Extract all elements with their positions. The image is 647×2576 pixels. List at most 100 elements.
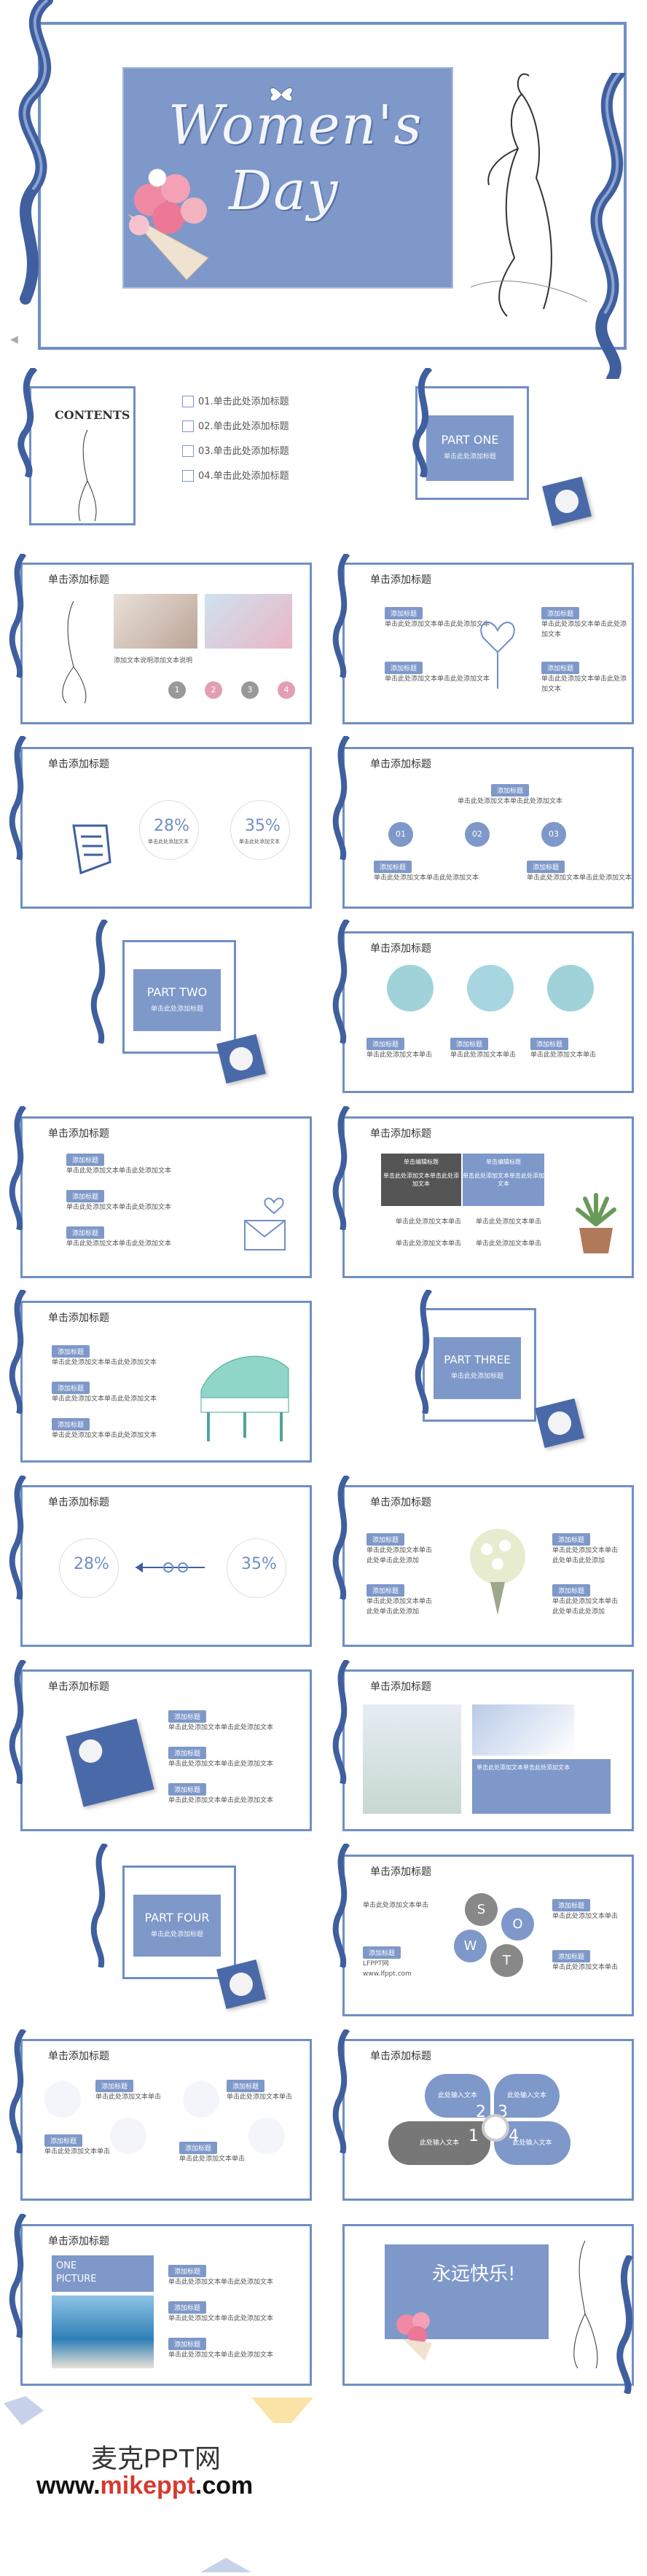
speaker-icon[interactable]: ◀ xyxy=(10,334,18,345)
body-text: 单击此处添加文本单击 xyxy=(396,1240,462,1248)
contents-item[interactable]: 01.单击此处添加标题 xyxy=(182,394,289,418)
bouquet-icon xyxy=(396,2312,432,2361)
slide-title: 单击添加标题 xyxy=(48,1497,109,1508)
badge: 添加标题 xyxy=(95,2080,134,2092)
contents-item[interactable]: 03.单击此处添加标题 xyxy=(182,443,289,468)
arrow-hearts-icon xyxy=(136,1562,205,1573)
footer-url-domain: mikeppt xyxy=(100,2472,195,2499)
swot-letter: O xyxy=(512,1917,523,1932)
swot-letter: W xyxy=(463,1938,477,1954)
bouquet-icon xyxy=(128,168,209,281)
body-text: 单击此处添加文本单击此处添加文本 xyxy=(168,1761,274,1768)
ribbon-icon xyxy=(332,1106,350,1230)
petal-label: 此处输入文本 xyxy=(419,2140,459,2147)
content-slide: 单击添加标题 添加标题单击此处添加文本单击此处添加文本 添加标题单击此处添加文本… xyxy=(20,1669,312,1831)
step-circle: 02 xyxy=(465,822,490,847)
petal-top-left: 此处输入文本 xyxy=(425,2074,490,2118)
ribbon-icon xyxy=(332,1660,350,1784)
ribbon-icon xyxy=(9,554,27,678)
succulent-icon xyxy=(576,1193,616,1253)
part-two-title: PART TWO xyxy=(146,985,208,999)
table-header-label: 单击编辑标题 xyxy=(486,1159,521,1165)
text-panel: 单击此处添加文本单击此处添加文本 xyxy=(472,1759,611,1814)
ribbon-icon xyxy=(9,2214,27,2338)
gift-icon xyxy=(535,1398,584,1448)
badge: 添加标题 xyxy=(541,607,580,619)
body-text: 单击此处添加文本单击此处添加文本 xyxy=(168,2279,274,2286)
badge: 添加标题 xyxy=(52,1382,90,1394)
body-text: 单击此处添加文本单击 xyxy=(552,1964,619,1971)
ribbon-icon xyxy=(9,736,27,860)
badge: 添加标题 xyxy=(385,607,423,619)
blossom-photo xyxy=(472,1704,574,1755)
ending-slide: 永远快乐! xyxy=(342,2224,634,2386)
petal-label: 此处输入文本 xyxy=(506,2092,546,2099)
one-picture-panel: ONE PICTURE xyxy=(52,2255,154,2292)
petal-top-right: 此处输入文本 xyxy=(494,2074,560,2118)
body-text: 单击此处添加文本单击此处添加文本 xyxy=(66,1167,172,1175)
badge: 添加标题 xyxy=(527,861,565,873)
slide-title: 单击添加标题 xyxy=(370,2051,431,2062)
contents-slide: CONTENTS 01.单击此处添加标题 02.单击此处添加标题 03.单击此处… xyxy=(22,379,313,532)
contents-heading: CONTENTS xyxy=(55,408,130,422)
badge: 添加标题 xyxy=(366,1038,405,1050)
step-circle: 01 xyxy=(388,822,413,847)
badge: 添加标题 xyxy=(168,2338,207,2350)
icon-circle xyxy=(248,2118,285,2154)
petal-num: 1 xyxy=(468,2127,479,2145)
butterfly-icon xyxy=(270,87,293,102)
content-slide: 单击添加标题 28% 单击此处添加文本 35% 单击此处添加文本 xyxy=(20,747,312,909)
slide-title: 单击添加标题 xyxy=(370,574,431,586)
part-four-box: PART FOUR 单击此处添加标题 xyxy=(133,1895,221,1957)
body-text: 单击此处添加文本单击此处添加文本 xyxy=(52,1359,157,1366)
balloons-photo xyxy=(205,594,292,649)
body-text: 单击此处添加文本单击 xyxy=(552,1598,619,1605)
one-picture-line1: ONE xyxy=(56,2260,77,2271)
content-slide: 单击添加标题 添加标题单击此处添加文本单击此处添加文本 01 02 03 添加标… xyxy=(342,747,634,909)
slide-title: 单击添加标题 xyxy=(48,759,109,770)
ribbon-icon xyxy=(90,920,109,1044)
content-slide: 单击添加标题 ONE PICTURE 添加标题单击此处添加文本单击此处添加文本 … xyxy=(20,2224,312,2386)
cover-slide: Women's Day xyxy=(38,22,627,350)
part-four-slide: PART FOUR 单击此处添加标题 xyxy=(20,1855,312,2016)
content-slide: 单击添加标题 添加文本说明添加文本说明 1 2 3 4 xyxy=(20,563,312,724)
body-text: 单击此处添加文本单击 xyxy=(227,2094,293,2101)
body-text: 此处单击此处添加 xyxy=(552,1608,605,1616)
footer-url[interactable]: www.mikeppt.com xyxy=(36,2472,253,2500)
ribbon-icon xyxy=(9,2029,27,2153)
body-text: 此处单击此处添加 xyxy=(552,1557,605,1565)
lady-sketch-icon xyxy=(62,600,87,703)
badge: 添加标题 xyxy=(52,1345,90,1358)
body-text: 单击此处添加文本单击 xyxy=(363,1902,429,1909)
ribbon-icon xyxy=(332,554,350,678)
ribbon-icon xyxy=(332,920,350,1044)
badge: 添加标题 xyxy=(168,2301,207,2314)
body-text: 单击此处添加文本单击此处添加文本 xyxy=(168,2315,274,2322)
stat-circle xyxy=(59,1538,119,1598)
swot-o: O xyxy=(501,1908,534,1941)
lady-sketch-icon xyxy=(78,429,97,522)
content-slide: 单击添加标题 单击此处添加文本单击此处添加文本 xyxy=(342,1669,634,1831)
hands-photo xyxy=(114,594,197,649)
body-text: 单击此处添加文本单击此处添加文本 xyxy=(541,676,627,693)
ribbon-icon xyxy=(332,2029,350,2153)
ribbon-icon xyxy=(9,1290,27,1414)
contents-list: 01.单击此处添加标题 02.单击此处添加标题 03.单击此处添加标题 04.单… xyxy=(182,394,289,493)
num-circle: 4 xyxy=(278,681,295,699)
body-text: 单击此处添加文本单击 xyxy=(95,2094,162,2101)
contents-item[interactable]: 04.单击此处添加标题 xyxy=(182,468,289,493)
petal-num: 2 xyxy=(476,2103,486,2121)
badge: 添加标题 xyxy=(44,2134,83,2147)
ribbon-icon xyxy=(90,1844,109,1968)
body-text: 单击此处添加文本单击此处添加文本 xyxy=(52,1395,157,1403)
swot-letter: T xyxy=(503,1953,511,1968)
swot-t: T xyxy=(490,1944,523,1977)
stat-circle xyxy=(227,1538,286,1598)
slide-title: 单击添加标题 xyxy=(48,1681,109,1693)
body-text: 单击此处添加文本单击此处添加文本 xyxy=(374,874,479,882)
slide-title: 单击添加标题 xyxy=(48,1312,109,1324)
badge: 添加标题 xyxy=(491,784,530,796)
contents-item[interactable]: 02.单击此处添加标题 xyxy=(182,418,289,443)
cover-title-line1: Women's xyxy=(168,94,423,157)
